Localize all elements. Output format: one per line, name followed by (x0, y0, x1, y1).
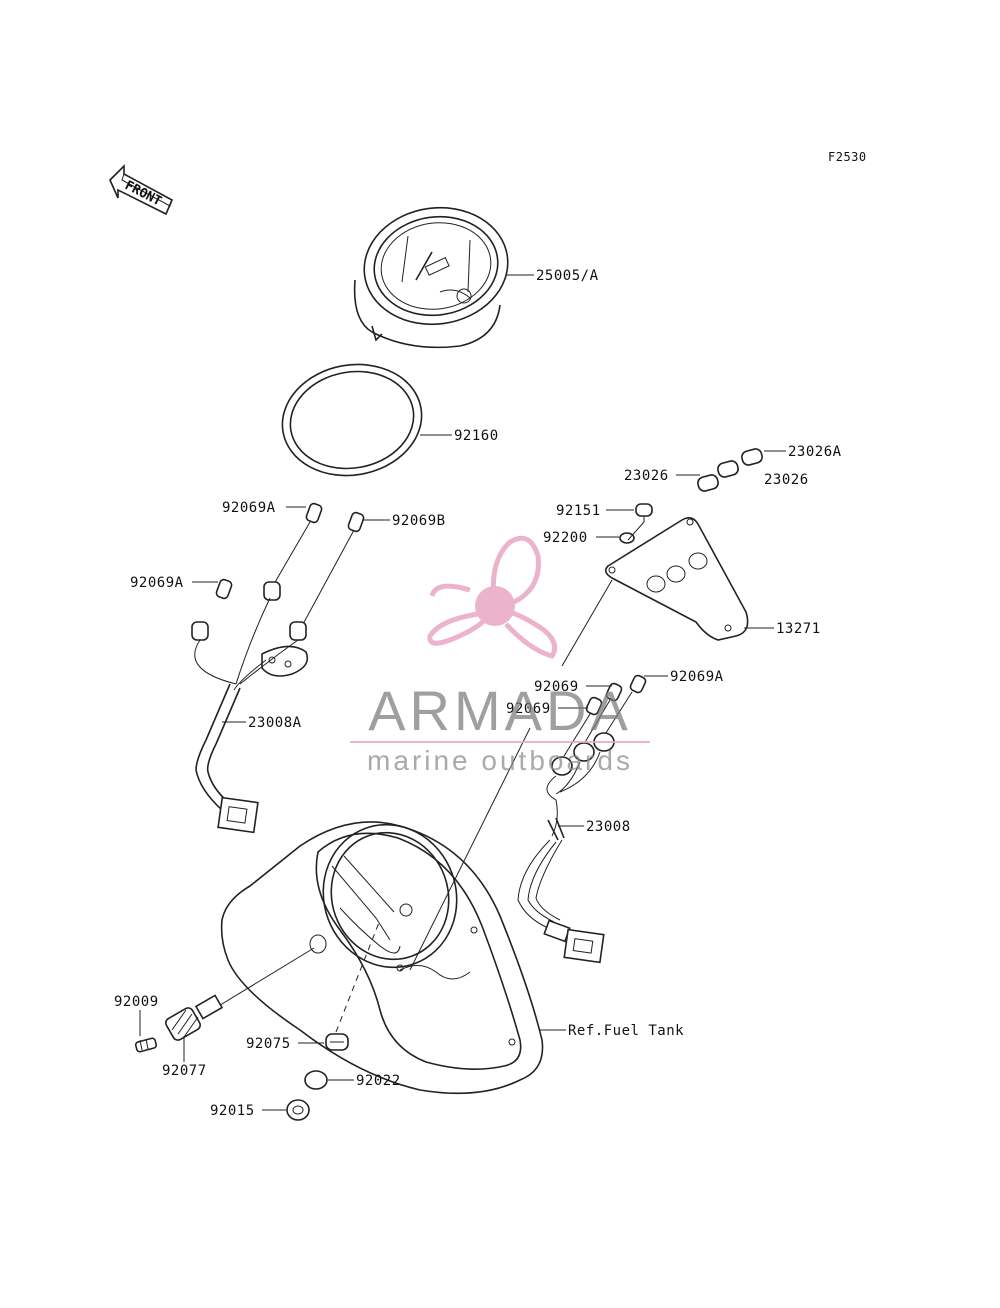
washer-92200 (619, 532, 635, 544)
label-92009: 92009 (114, 994, 159, 1010)
label-92069-upper: 92069 (534, 679, 579, 695)
fuel-tank-panel (220, 821, 544, 1095)
label-92069b: 92069B (392, 513, 446, 529)
label-92200: 92200 (543, 530, 588, 546)
wiring-harness-left (191, 502, 365, 834)
screw-92009 (134, 1037, 158, 1053)
armada-watermark: ARMADA marine outboards (350, 535, 650, 776)
indicator-bulbs (697, 448, 763, 492)
label-23026-right: 23026 (764, 472, 809, 488)
label-23026a: 23026A (788, 444, 842, 460)
label-92069a-left: 92069A (130, 575, 184, 591)
label-92160: 92160 (454, 428, 499, 444)
grommet-92075 (325, 1033, 349, 1051)
label-92069-lower: 92069 (506, 701, 551, 717)
speedometer-assembly (353, 206, 509, 349)
front-direction-arrow-icon: FRONT (109, 164, 174, 216)
propeller-logo-icon (427, 535, 558, 659)
watermark-tagline: marine outboards (367, 745, 633, 776)
label-92022: 92022 (356, 1073, 401, 1089)
label-92015: 92015 (210, 1103, 255, 1119)
nut-92015 (286, 1099, 310, 1121)
wiring-harness-right (517, 674, 647, 964)
label-92069a-top: 92069A (222, 500, 276, 516)
label-13271: 13271 (776, 621, 821, 637)
label-92075: 92075 (246, 1036, 291, 1052)
screw-92151 (635, 503, 653, 522)
figure-code: F2530 (828, 150, 867, 164)
gasket-ring (281, 363, 423, 477)
front-label: FRONT (122, 178, 164, 209)
label-92077: 92077 (162, 1063, 207, 1079)
label-92151: 92151 (556, 503, 601, 519)
watermark-brand: ARMADA (368, 679, 632, 742)
label-ref-fuel-tank: Ref.Fuel Tank (568, 1023, 684, 1039)
label-92069a-right: 92069A (670, 669, 724, 685)
washer-92022 (304, 1070, 328, 1090)
label-23008a: 23008A (248, 715, 302, 731)
label-23026-left: 23026 (624, 468, 669, 484)
label-23008: 23008 (586, 819, 631, 835)
cable-fitting-92077 (165, 947, 315, 1041)
label-25005-a: 25005/A (536, 268, 599, 284)
bracket-plate (604, 516, 749, 641)
